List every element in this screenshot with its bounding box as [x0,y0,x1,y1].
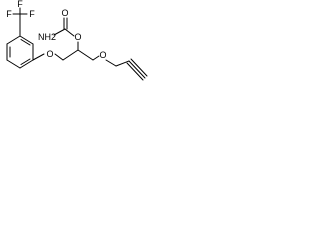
bond-ring-o-aryl [32,53,45,61]
atom-f-mid: F [29,9,35,19]
atom-f-top: F [17,0,23,9]
chemical-structure-diagram: F F F NH2 O O O O [6,0,148,81]
bond-c-nh2 [53,28,66,36]
atom-o-ester: O [74,32,81,42]
atom-o-carbonyl: O [61,8,68,18]
bond-ch2-ch [62,49,79,61]
atom-f-left: F [6,9,12,19]
atom-nh2: NH2 [38,32,56,42]
atom-o-aryl-ether: O [46,49,53,59]
bond-ring-1 [19,35,34,45]
bond-ch2-o-propargyl [92,55,100,61]
bond-ring-3 [19,59,34,69]
bond-o-aryl-ch2 [54,53,64,61]
bond-triple-c [126,62,144,81]
bond-ch-ch2 [77,49,94,61]
bond-ch2-alkyne [115,60,130,67]
bond-ring-double-2 [20,58,31,65]
bond-triple-b [130,58,148,77]
bond-o-ester-c [64,28,75,37]
bond-ring-double-1 [20,39,31,46]
bond-ring-4 [6,59,21,69]
bond-triple-a [128,60,146,79]
bond-o-propargyl-ch2 [105,59,117,67]
bond-ring-6 [6,35,21,45]
atom-o-propargyl-ether: O [99,50,106,60]
